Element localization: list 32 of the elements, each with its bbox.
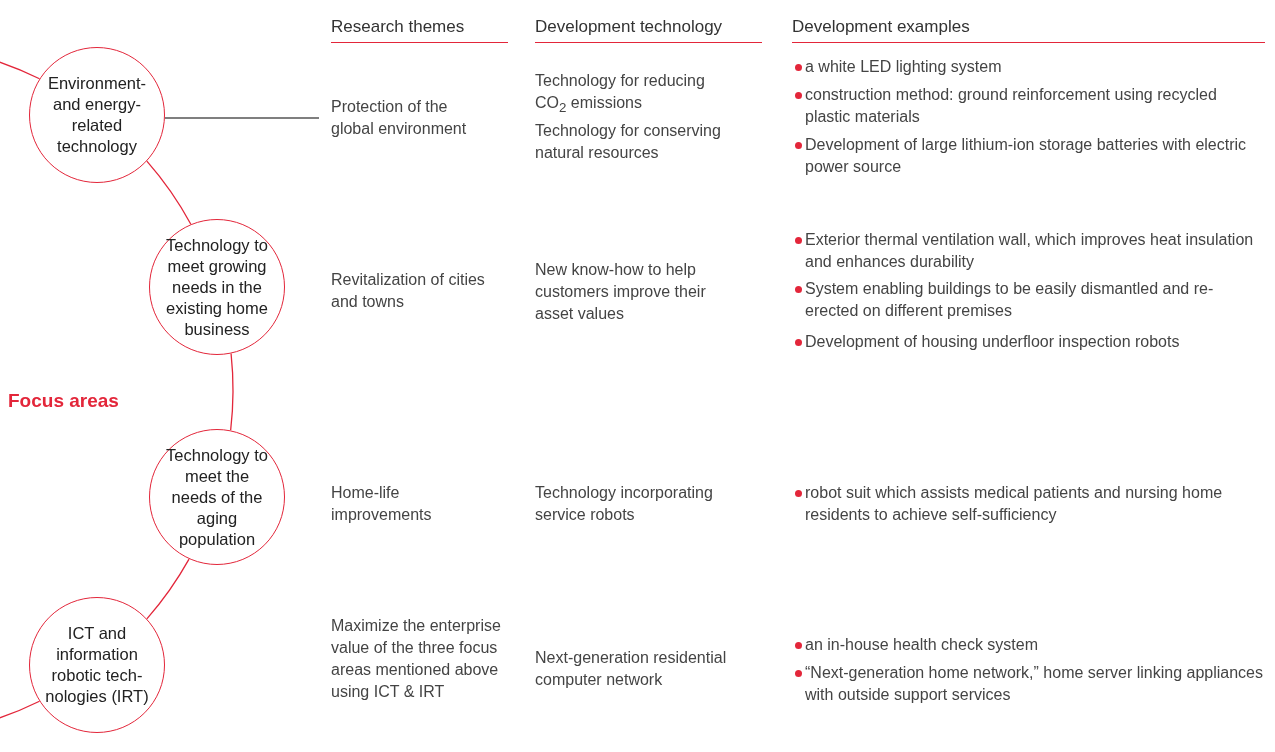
example-text: Development of housing underfloor inspection robots: [805, 332, 1181, 352]
arc-line: [0, 60, 41, 80]
cell-text: New know-how to help customers improve their asset values: [535, 260, 707, 324]
example-text: Development of large lithium-ion storage batteries with electric power source: [805, 135, 1248, 177]
cell-text: Home-life improvements: [331, 483, 433, 525]
cell-text: Next-generation residential computer network: [535, 648, 728, 690]
connector-line: [164, 117, 320, 119]
cell-text: Technology for conserving natural resources: [535, 121, 722, 163]
column-header: Development examples: [792, 16, 1265, 43]
example-text: a white LED lighting system: [805, 57, 1003, 77]
circle-text: ICT and information robotic tech-nologies (IRT): [44, 623, 150, 707]
cell-text: Revitalization of cities and towns: [331, 270, 486, 312]
arc-line: [230, 352, 234, 431]
example-text: an in-house health check system: [805, 635, 1039, 655]
circle-text: Technology to meet the needs of the aging population: [165, 444, 269, 550]
research-theme-text: Protection of the global environment: [331, 96, 491, 140]
column-header: Development technology: [535, 16, 762, 43]
example-text: Exterior thermal ventilation wall, which improves heat insulation and enhances durability: [805, 230, 1255, 272]
example-text: System enabling buildings to be easily dismantled and re-erected on different premises: [805, 279, 1215, 321]
column-header: Research themes: [331, 16, 508, 43]
cell-text: Technology incorporating service robots: [535, 483, 714, 525]
arc-line: [0, 700, 41, 720]
example-text: “Next-generation home network,” home server linking appliances with outside support services: [805, 663, 1264, 705]
arc-line: [146, 160, 192, 225]
arc-line: [146, 558, 190, 620]
cell-text: Technology for reducing CO$_{2}$ emissions: [535, 71, 706, 118]
circle-text: Technology to meet growing needs in the existing home business: [165, 234, 269, 340]
circle-text: Environment-and energy-related technology: [46, 73, 148, 157]
section-label: Focus areas: [8, 390, 120, 412]
example-text: construction method: ground reinforcement using recycled plastic materials: [805, 85, 1218, 127]
cell-text: Maximize the enterprise value of the three focus areas mentioned above using ICT & IRT: [331, 616, 502, 702]
example-text: robot suit which assists medical patients and nursing home residents to achieve self-sufficiency: [805, 483, 1224, 525]
